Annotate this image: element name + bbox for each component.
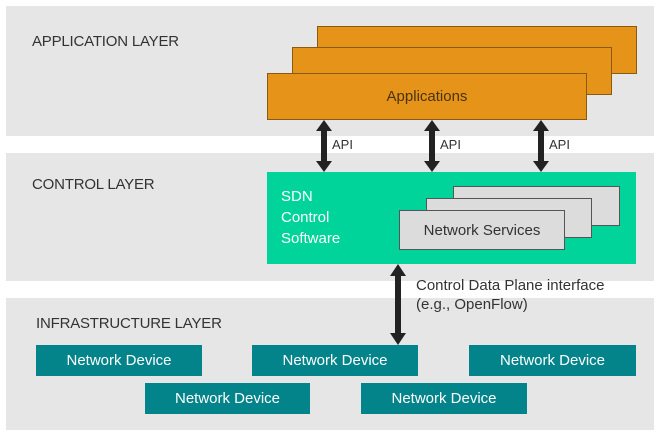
api-label-1: API <box>332 137 353 152</box>
control-layer-label: CONTROL LAYER <box>32 176 155 193</box>
sdn-control-software-label: SDN Control Software <box>281 188 341 247</box>
network-services-box-front: Network Services <box>399 210 565 250</box>
api-arrow-3 <box>533 120 549 172</box>
application-layer-label: APPLICATION LAYER <box>32 33 179 50</box>
network-device-2: Network Device <box>252 345 418 376</box>
api-arrow-2 <box>424 120 440 172</box>
network-device-3: Network Device <box>469 345 636 376</box>
api-arrow-1 <box>316 120 332 172</box>
control-data-plane-interface-label: Control Data Plane interface (e.g., Open… <box>416 277 605 313</box>
application-box-front: Applications <box>267 73 587 120</box>
network-services-label: Network Services <box>423 222 541 239</box>
network-device-1: Network Device <box>36 345 202 376</box>
api-label-2: API <box>440 137 461 152</box>
network-device-4: Network Device <box>145 383 310 414</box>
applications-label: Applications <box>386 88 468 105</box>
network-device-5: Network Device <box>361 383 527 414</box>
control-data-plane-arrow <box>390 264 406 345</box>
api-label-3: API <box>549 137 570 152</box>
infrastructure-layer-label: INFRASTRUCTURE LAYER <box>36 315 222 332</box>
